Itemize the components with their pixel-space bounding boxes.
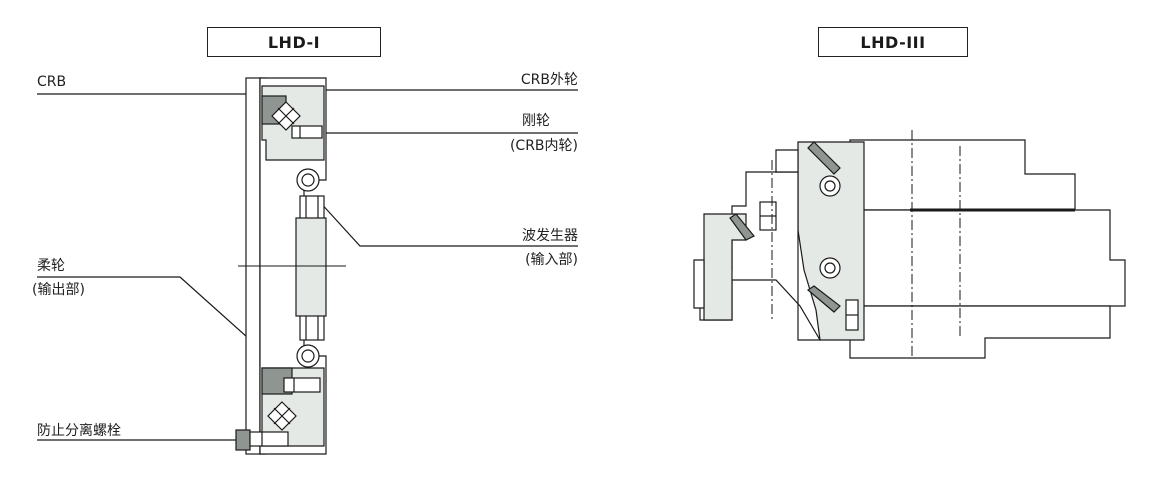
label-flexspline: 柔轮: [37, 258, 65, 274]
label-circular-spline: 刚轮: [522, 113, 550, 129]
output-disc-upper: [849, 139, 1076, 211]
label-wave-generator-sub: (输入部): [525, 252, 578, 268]
label-circular-spline-sub: (CRB内轮): [509, 138, 578, 154]
title-lhd-iii: LHD-III: [818, 27, 968, 57]
output-disc-lower: [849, 305, 1111, 359]
upper-bolt: [291, 125, 323, 139]
label-flexspline-sub: (输出部): [32, 282, 85, 298]
output-disc-middle: [849, 209, 1126, 307]
lhd-i-section-drawing: [37, 77, 578, 455]
label-wave-generator: 波发生器: [522, 228, 578, 244]
separation-bolt-head: [235, 429, 251, 451]
lower-bolt: [283, 377, 321, 393]
label-crb-outer-ring: CRB外轮: [520, 72, 578, 88]
label-crb: CRB: [37, 74, 67, 90]
title-lhd-i: LHD-I: [207, 27, 381, 57]
input-flange: [703, 213, 747, 321]
lhd-iii-section-drawing: [693, 130, 1126, 359]
leader-wave-generator: [317, 199, 578, 247]
label-separation-bolt: 防止分离螺栓: [37, 423, 121, 439]
